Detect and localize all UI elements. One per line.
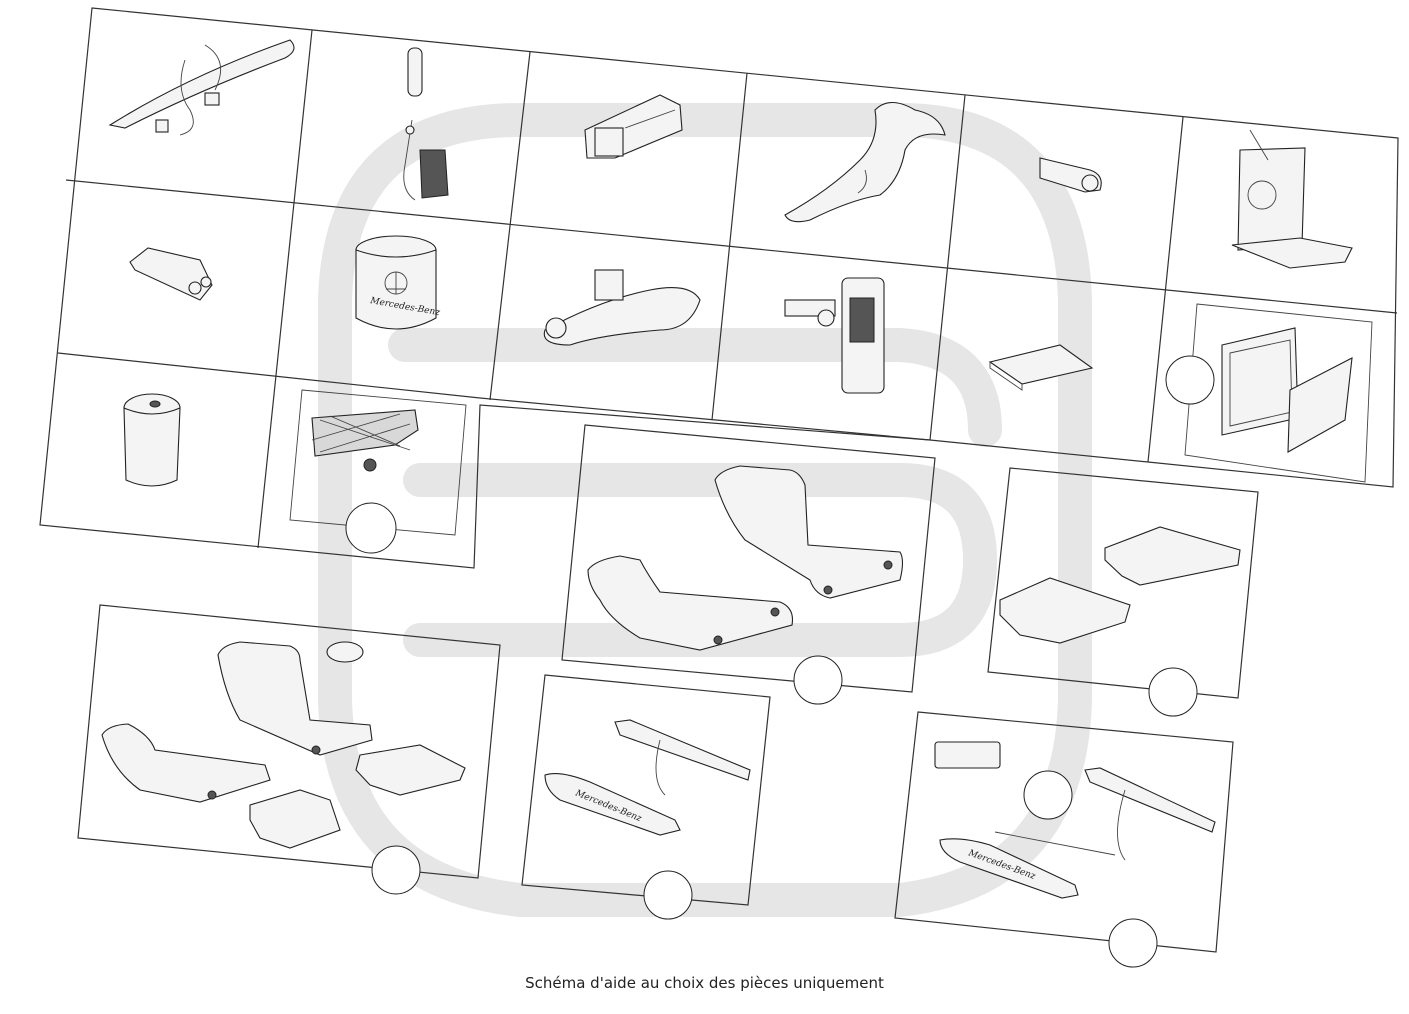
net-panel-part <box>289 389 467 554</box>
clip-bracket-part <box>584 94 683 159</box>
fragrance-plug-part <box>403 47 449 201</box>
accessory-grid <box>39 7 1399 569</box>
tablet-protector-part <box>1165 303 1373 483</box>
fragrance-atomizer-part: Mercedes-Benz <box>355 235 441 330</box>
illuminated-sill-panel-with-module: Mercedes-Benz <box>894 711 1234 968</box>
coat-hanger-part <box>108 39 295 136</box>
callout-circle <box>793 655 843 705</box>
phone-cradle-hook-part <box>784 101 946 223</box>
callout-circle <box>1148 667 1198 717</box>
floor-mats-panel-rear <box>987 467 1259 717</box>
phone-holder-part <box>784 277 885 394</box>
floor-mats-panel-large <box>561 424 936 705</box>
cup-holder-arm-part <box>543 269 701 346</box>
tablet-stand-part <box>1231 129 1353 269</box>
callout-circle <box>1108 918 1158 968</box>
cup-part <box>123 393 181 487</box>
callout-circle <box>1165 355 1215 405</box>
callout-circle <box>371 845 421 895</box>
callout-circle <box>345 502 397 554</box>
diagram-caption: Schéma d'aide au choix des pièces unique… <box>525 974 884 992</box>
latch-part <box>1039 157 1102 193</box>
illuminated-sill-panel: Mercedes-Benz <box>521 674 771 920</box>
floor-mats-panel-full-set <box>77 604 501 895</box>
callout-circle <box>643 870 693 920</box>
callout-circle <box>1023 770 1073 820</box>
hinge-bracket-part <box>129 247 213 301</box>
info-card-part <box>988 344 1094 391</box>
